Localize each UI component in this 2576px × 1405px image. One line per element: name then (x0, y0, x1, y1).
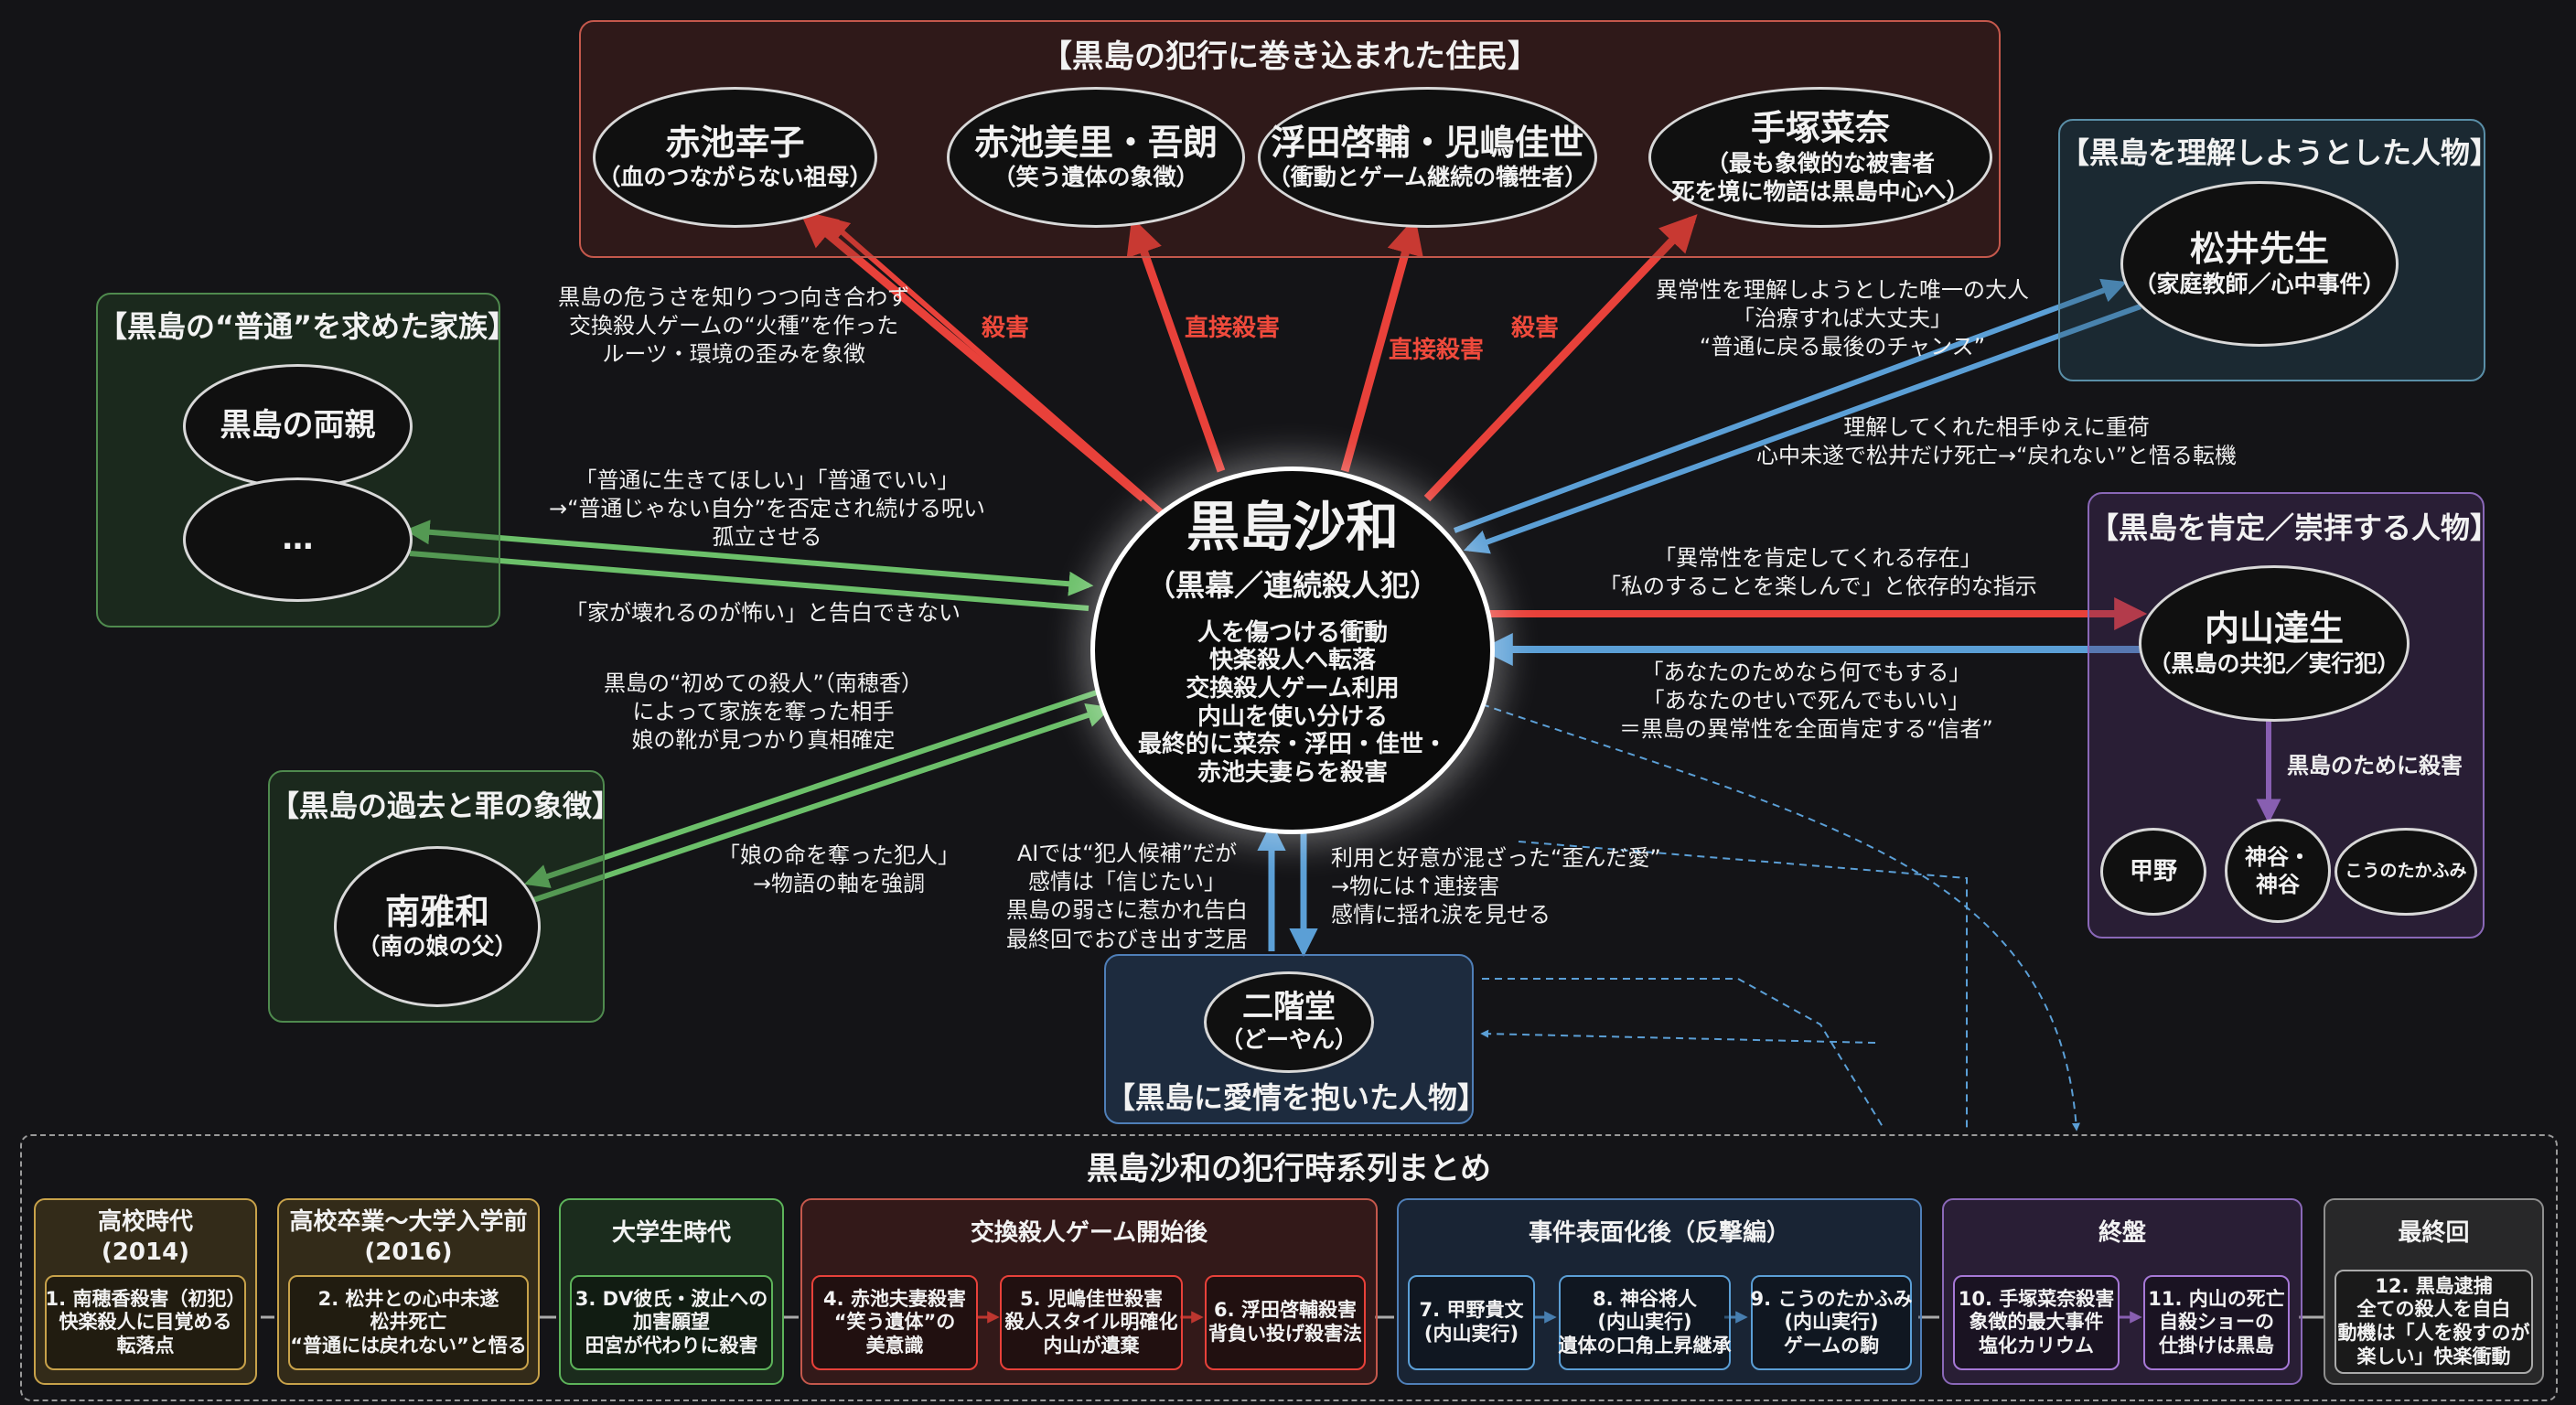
timeline-item-4[interactable]: 4. 赤池夫妻殺害“笑う遺体”の美意識 (811, 1275, 978, 1370)
era-highschool: 高校時代(2014) 1. 南穂香殺害（初犯）快楽殺人に目覚める転落点 (34, 1198, 257, 1385)
dashed-flow-3 (1482, 978, 1885, 1131)
timeline-item-11[interactable]: 11. 内山の死亡自殺ショーの仕掛けは黒島 (2143, 1275, 2290, 1370)
arrow-family-in (409, 551, 1089, 611)
timeline-item-3[interactable]: 3. DV彼氏・波止への加害願望田宮が代わりに殺害 (570, 1275, 773, 1370)
arrow-kill-akaike (1126, 217, 1226, 473)
center-name: 黒島沙和 (1186, 496, 1399, 558)
timeline-item-8[interactable]: 8. 神谷将人(内山実行)遺体の口角上昇継承 (1559, 1275, 1732, 1370)
arrow-family-out (404, 520, 1094, 596)
node-nana[interactable]: 手塚菜奈 （最も象徴的な被害者 死を境に物語は黒島中心へ） (1648, 87, 1992, 228)
edge-label-kill-4: 殺害 (1511, 315, 1560, 342)
edge-label-kill-1: 殺害 (982, 315, 1030, 342)
node-uchiyama[interactable]: 内山達生 （黒島の共犯／実行犯） (2139, 565, 2410, 722)
note-nikaido-up: AIでは“犯人候補”だが感情は「信じたい」黒島の弱さに惹かれ告白最終回でおびき出… (1006, 841, 1248, 952)
node-sachiko[interactable]: 赤池幸子 （血のつながらない祖母） (593, 87, 877, 228)
era-graduation: 高校卒業～大学入学前(2016) 2. 松井との心中未遂松井死亡“普通には戻れな… (277, 1198, 540, 1385)
era-endgame: 終盤 10. 手塚菜奈殺害象徴的最大事件塩化カリウム 11. 内山の死亡自殺ショ… (1942, 1198, 2302, 1385)
note-family-in: 「家が壊れるのが怖い」と告白できない (565, 600, 961, 626)
timeline-item-5[interactable]: 5. 児嶋佳世殺害殺人スタイル明確化内山が遺棄 (1000, 1275, 1183, 1370)
node-kamiya[interactable]: 神谷・ 神谷 (2225, 819, 2331, 923)
note-matsui-out: 理解してくれた相手ゆえに重荷心中未遂で松井だけ死亡→“戻れない”と悟る転機 (1756, 414, 2237, 469)
timeline-item-6[interactable]: 6. 浮田啓輔殺害背負い投げ殺害法 (1205, 1275, 1366, 1370)
node-matsui[interactable]: 松井先生 （家庭教師／心中事件） (2120, 181, 2399, 347)
family-panel-title: 【黒島の“普通”を求めた家族】 (98, 309, 518, 344)
timeline-frame: 黒島沙和の犯行時系列まとめ (20, 1134, 2558, 1401)
node-kounotakafumi[interactable]: こうのたかふみ (2334, 828, 2477, 916)
edge-label-kill-3: 直接殺害 (1389, 337, 1485, 364)
node-akaike[interactable]: 赤池美里・吾朗 （笑う遺体の象徴） (947, 87, 1245, 228)
era-university: 大学生時代 3. DV彼氏・波止への加害願望田宮が代わりに殺害 (559, 1198, 784, 1385)
timeline-item-10[interactable]: 10. 手塚菜奈殺害象徴的最大事件塩化カリウム (1953, 1275, 2120, 1370)
era-exchange-game: 交換殺人ゲーム開始後 4. 赤池夫妻殺害“笑う遺体”の美意識 5. 児嶋佳世殺害… (800, 1198, 1378, 1385)
note-sachiko: 黒島の危うさを知りつつ向き合わず交換殺人ゲームの“火種”を作ったルーツ・環境の歪… (558, 284, 910, 368)
arrow-kill-ukita (1340, 217, 1423, 473)
past-panel-title: 【黒島の過去と罪の象徴】 (270, 788, 622, 823)
note-past-out: 「娘の命を奪った犯人」→物語の軸を強調 (718, 842, 960, 897)
era-counterattack: 事件表面化後（反撃編） 7. 甲野貴文(内山実行) 8. 神谷将人(内山実行)遺… (1397, 1198, 1922, 1385)
timeline-item-9[interactable]: 9. こうのたかふみ(内山実行)ゲームの駒 (1751, 1275, 1912, 1370)
love-panel-title: 【黒島に愛情を抱いた人物】 (1106, 1080, 1487, 1115)
era-finale: 最終回 12. 黒島逮捕全ての殺人を自白動機は「人を殺すのが楽しい」快楽衝動 (2324, 1198, 2544, 1385)
node-parents[interactable]: 黒島の両親 (183, 364, 413, 488)
dashed-flow-1 (1481, 703, 2080, 1132)
center-role: （黒幕／連続殺人犯） (1145, 567, 1439, 603)
arrow-note-sachiko (823, 216, 1164, 515)
note-family-out: 「普通に生きてほしい」「普通でいい」→“普通じゃない自分”を否定され続ける呪い孤… (549, 467, 985, 551)
love-panel: 【黒島に愛情を抱いた人物】 (1104, 954, 1487, 1124)
timeline-item-7[interactable]: 7. 甲野貴文(内山実行) (1408, 1275, 1535, 1370)
node-kono[interactable]: 甲野 (2100, 828, 2206, 916)
node-minami[interactable]: 南雅和 （南の娘の父） (334, 846, 541, 1007)
note-uchiyama-out: 「異常性を肯定してくれる存在」「私のすることを楽しんで」と依存的な指示 (1599, 545, 2037, 600)
node-ukita-kojima[interactable]: 浮田啓輔・児嶋佳世 （衝動とゲーム継続の犠牲者） (1258, 87, 1597, 228)
arrow-matsui-out (1453, 278, 2128, 533)
edge-label-kill-2: 直接殺害 (1185, 315, 1281, 342)
note-matsui-in: 異常性を理解しようとした唯一の大人「治療すれば大丈夫」“普通に戻る最後のチャンス… (1656, 277, 2029, 360)
dashed-flow-4 (1480, 1029, 1876, 1044)
arrow-past-out (523, 688, 1103, 888)
timeline-title: 黒島沙和の犯行時系列まとめ (1087, 1151, 1491, 1187)
node-nikaido[interactable]: 二階堂 （どーやん） (1204, 971, 1374, 1073)
dashed-flow-2 (1518, 841, 1968, 1130)
timeline-item-12[interactable]: 12. 黒島逮捕全ての殺人を自白動機は「人を殺すのが楽しい」快楽衝動 (2334, 1270, 2533, 1374)
timeline-item-2[interactable]: 2. 松井との心中未遂松井死亡“普通には戻れない”と悟る (288, 1275, 529, 1370)
arrow-kill-nana (1423, 214, 1698, 502)
arrow-kill-sachiko (799, 209, 1146, 502)
arrow-matsui-in (1463, 304, 2142, 554)
timeline-item-1[interactable]: 1. 南穂香殺害（初犯）快楽殺人に目覚める転落点 (45, 1275, 246, 1370)
understand-panel-title: 【黒島を理解しようとした人物】 (2060, 135, 2500, 170)
node-family-other[interactable]: … (183, 477, 413, 602)
center-desc: 人を傷つける衝動 快楽殺人へ転落 交換殺人ゲーム利用 内山を使い分ける 最終的に… (1137, 618, 1447, 788)
note-nikaido-down: 利用と好意が混ざった“歪んだ愛”→物には↑連接害感情に揺れ涙を見せる (1331, 845, 1661, 928)
center-node-kurosima[interactable]: 黒島沙和 （黒幕／連続殺人犯） 人を傷つける衝動 快楽殺人へ転落 交換殺人ゲーム… (1090, 467, 1495, 834)
note-uchiyama-in: 「あなたのためなら何でもする」「あなたのせいで死んでもいい」＝黒島の異常性を全面… (1619, 660, 1993, 743)
worship-panel-title: 【黒島を肯定／崇拝する人物】 (2089, 510, 2500, 545)
arrow-past-in (530, 703, 1112, 904)
edge-label-uchiyama-kill: 黒島のために殺害 (2287, 753, 2463, 778)
victims-panel-title: 【黒島の犯行に巻き込まれた住民】 (1041, 38, 1539, 75)
note-past-in: 黒島の“初めての殺人”（南穂香）によって家族を奪った相手娘の靴が見つかり真相確定 (604, 670, 923, 754)
